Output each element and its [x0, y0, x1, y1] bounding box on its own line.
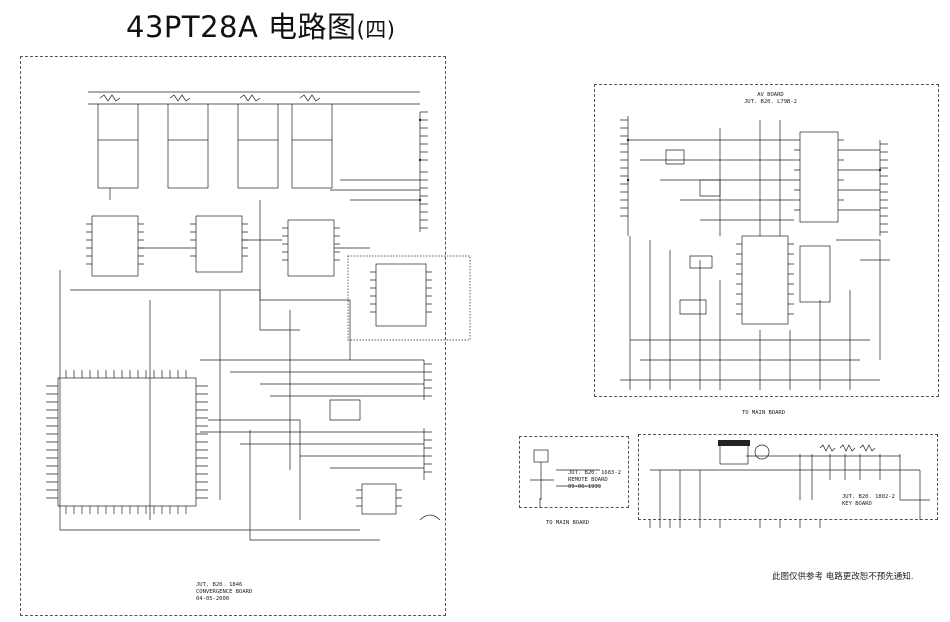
convergence-board-frame — [20, 56, 446, 616]
title-main: 43PT28A 电路图 — [126, 10, 357, 44]
remote-board-frame — [519, 436, 629, 508]
av-board-name: AV BOARD — [757, 92, 784, 98]
remote-board-label: JUT. B20. 1683-2 REMOTE BOARD 09-06-1999 — [568, 470, 621, 491]
remote-to-main-board: TO MAIN BOARD — [546, 520, 590, 526]
convergence-board-label: JUT. B20. 1846 CONVERGENCE BOARD 04-05-2… — [196, 582, 252, 603]
amp-stage-1 — [97, 104, 139, 200]
title-suffix: (四) — [356, 18, 396, 42]
av-board-code: JUT. B20. L79B-2 — [744, 99, 797, 105]
convergence-board-date: 04-05-2000 — [196, 596, 230, 602]
remote-board-code: JUT. B20. 1683-2 — [568, 470, 621, 476]
convergence-board-code: JUT. B20. 1846 — [196, 582, 243, 588]
key-board-code: JUT. B20. 1802-2 — [842, 494, 895, 500]
key-board-name: KEY BOARD — [842, 501, 872, 507]
remote-board-name: REMOTE BOARD — [568, 477, 608, 483]
av-board-frame — [594, 84, 939, 397]
convergence-board-name: CONVERGENCE BOARD — [196, 589, 253, 595]
key-board-label: JUT. B20. 1802-2 KEY BOARD — [842, 494, 895, 508]
key-board-frame — [638, 434, 938, 520]
av-to-main-board: TO MAIN BOARD — [742, 410, 786, 416]
page-title: 43PT28A 电路图(四) — [126, 4, 395, 46]
footer-note: 此图仅供参考 电路更改恕不预先通知. — [772, 572, 914, 582]
remote-board-date: 09-06-1999 — [568, 484, 602, 490]
qfp-left-pins — [46, 370, 208, 514]
av-board-label: AV BOARD JUT. B20. L79B-2 — [744, 92, 797, 106]
